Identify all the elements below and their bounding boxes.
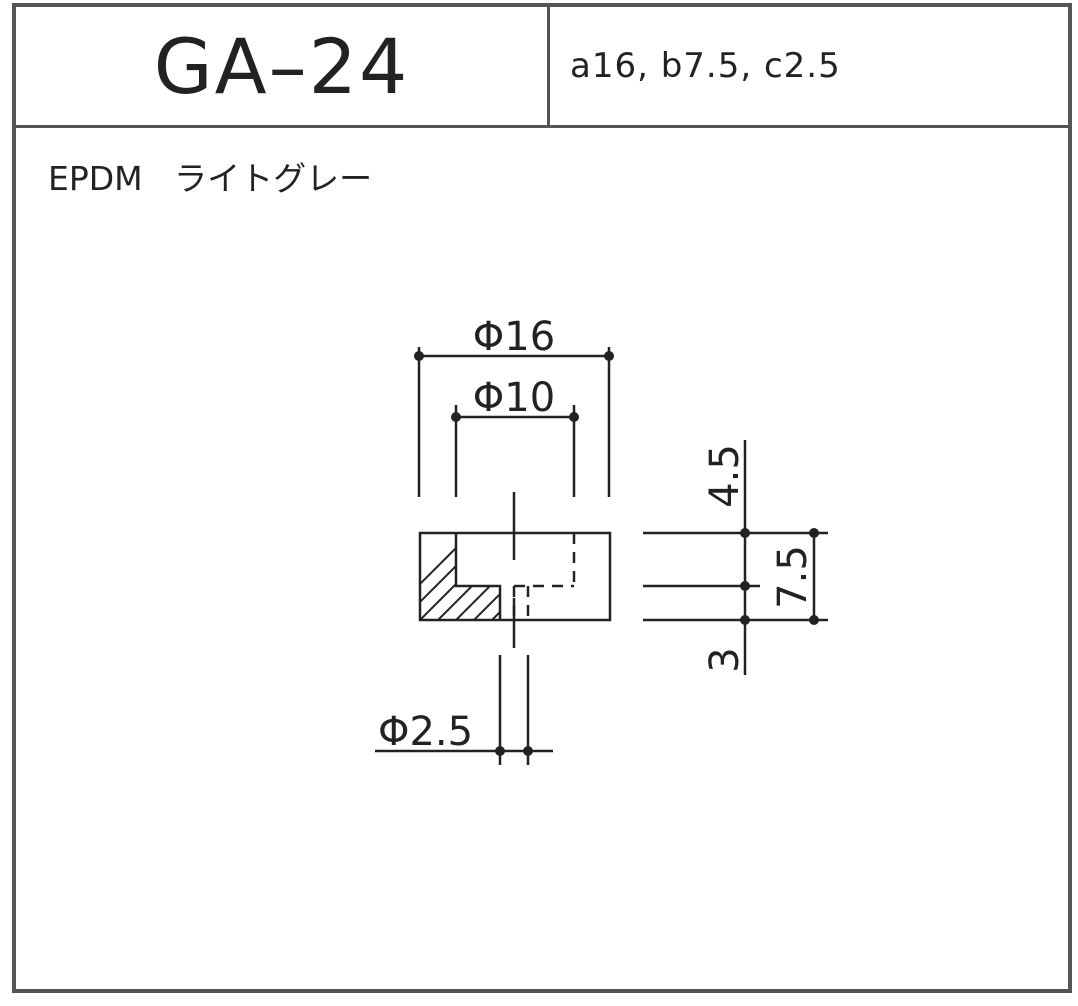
title-row: GA–24 a16, b7.5, c2.5 — [16, 7, 1068, 128]
code-cell: GA–24 — [16, 7, 550, 125]
outer-diameter-label: Φ16 — [473, 314, 555, 360]
section-hatching — [420, 539, 500, 620]
material-label: EPDM ライトグレー — [48, 159, 373, 198]
dim-dot — [451, 412, 461, 422]
drawing-sheet: GA–24 a16, b7.5, c2.5 — [12, 3, 1072, 993]
dim-dot — [523, 746, 533, 756]
total-height-label: 7.5 — [770, 545, 816, 609]
dim-dot — [740, 581, 750, 591]
part-outline — [418, 531, 612, 622]
top-height-label: 4.5 — [702, 444, 748, 508]
product-code: GA–24 — [153, 21, 410, 111]
inner-diameter-label: Φ10 — [473, 375, 555, 421]
recess-step — [454, 533, 502, 620]
dim-dot — [740, 528, 750, 538]
hole-diameter-label: Φ2.5 — [378, 709, 473, 755]
dim-dot — [569, 412, 579, 422]
dim-dot — [414, 351, 424, 361]
dim-dot — [809, 615, 819, 625]
dim-dot — [604, 351, 614, 361]
dim-dot — [809, 528, 819, 538]
dimension-summary: a16, b7.5, c2.5 — [570, 46, 841, 86]
dim-dot — [740, 615, 750, 625]
bottom-height-label: 3 — [702, 647, 748, 672]
dimensions-cell: a16, b7.5, c2.5 — [550, 7, 1068, 125]
dim-dot — [495, 746, 505, 756]
